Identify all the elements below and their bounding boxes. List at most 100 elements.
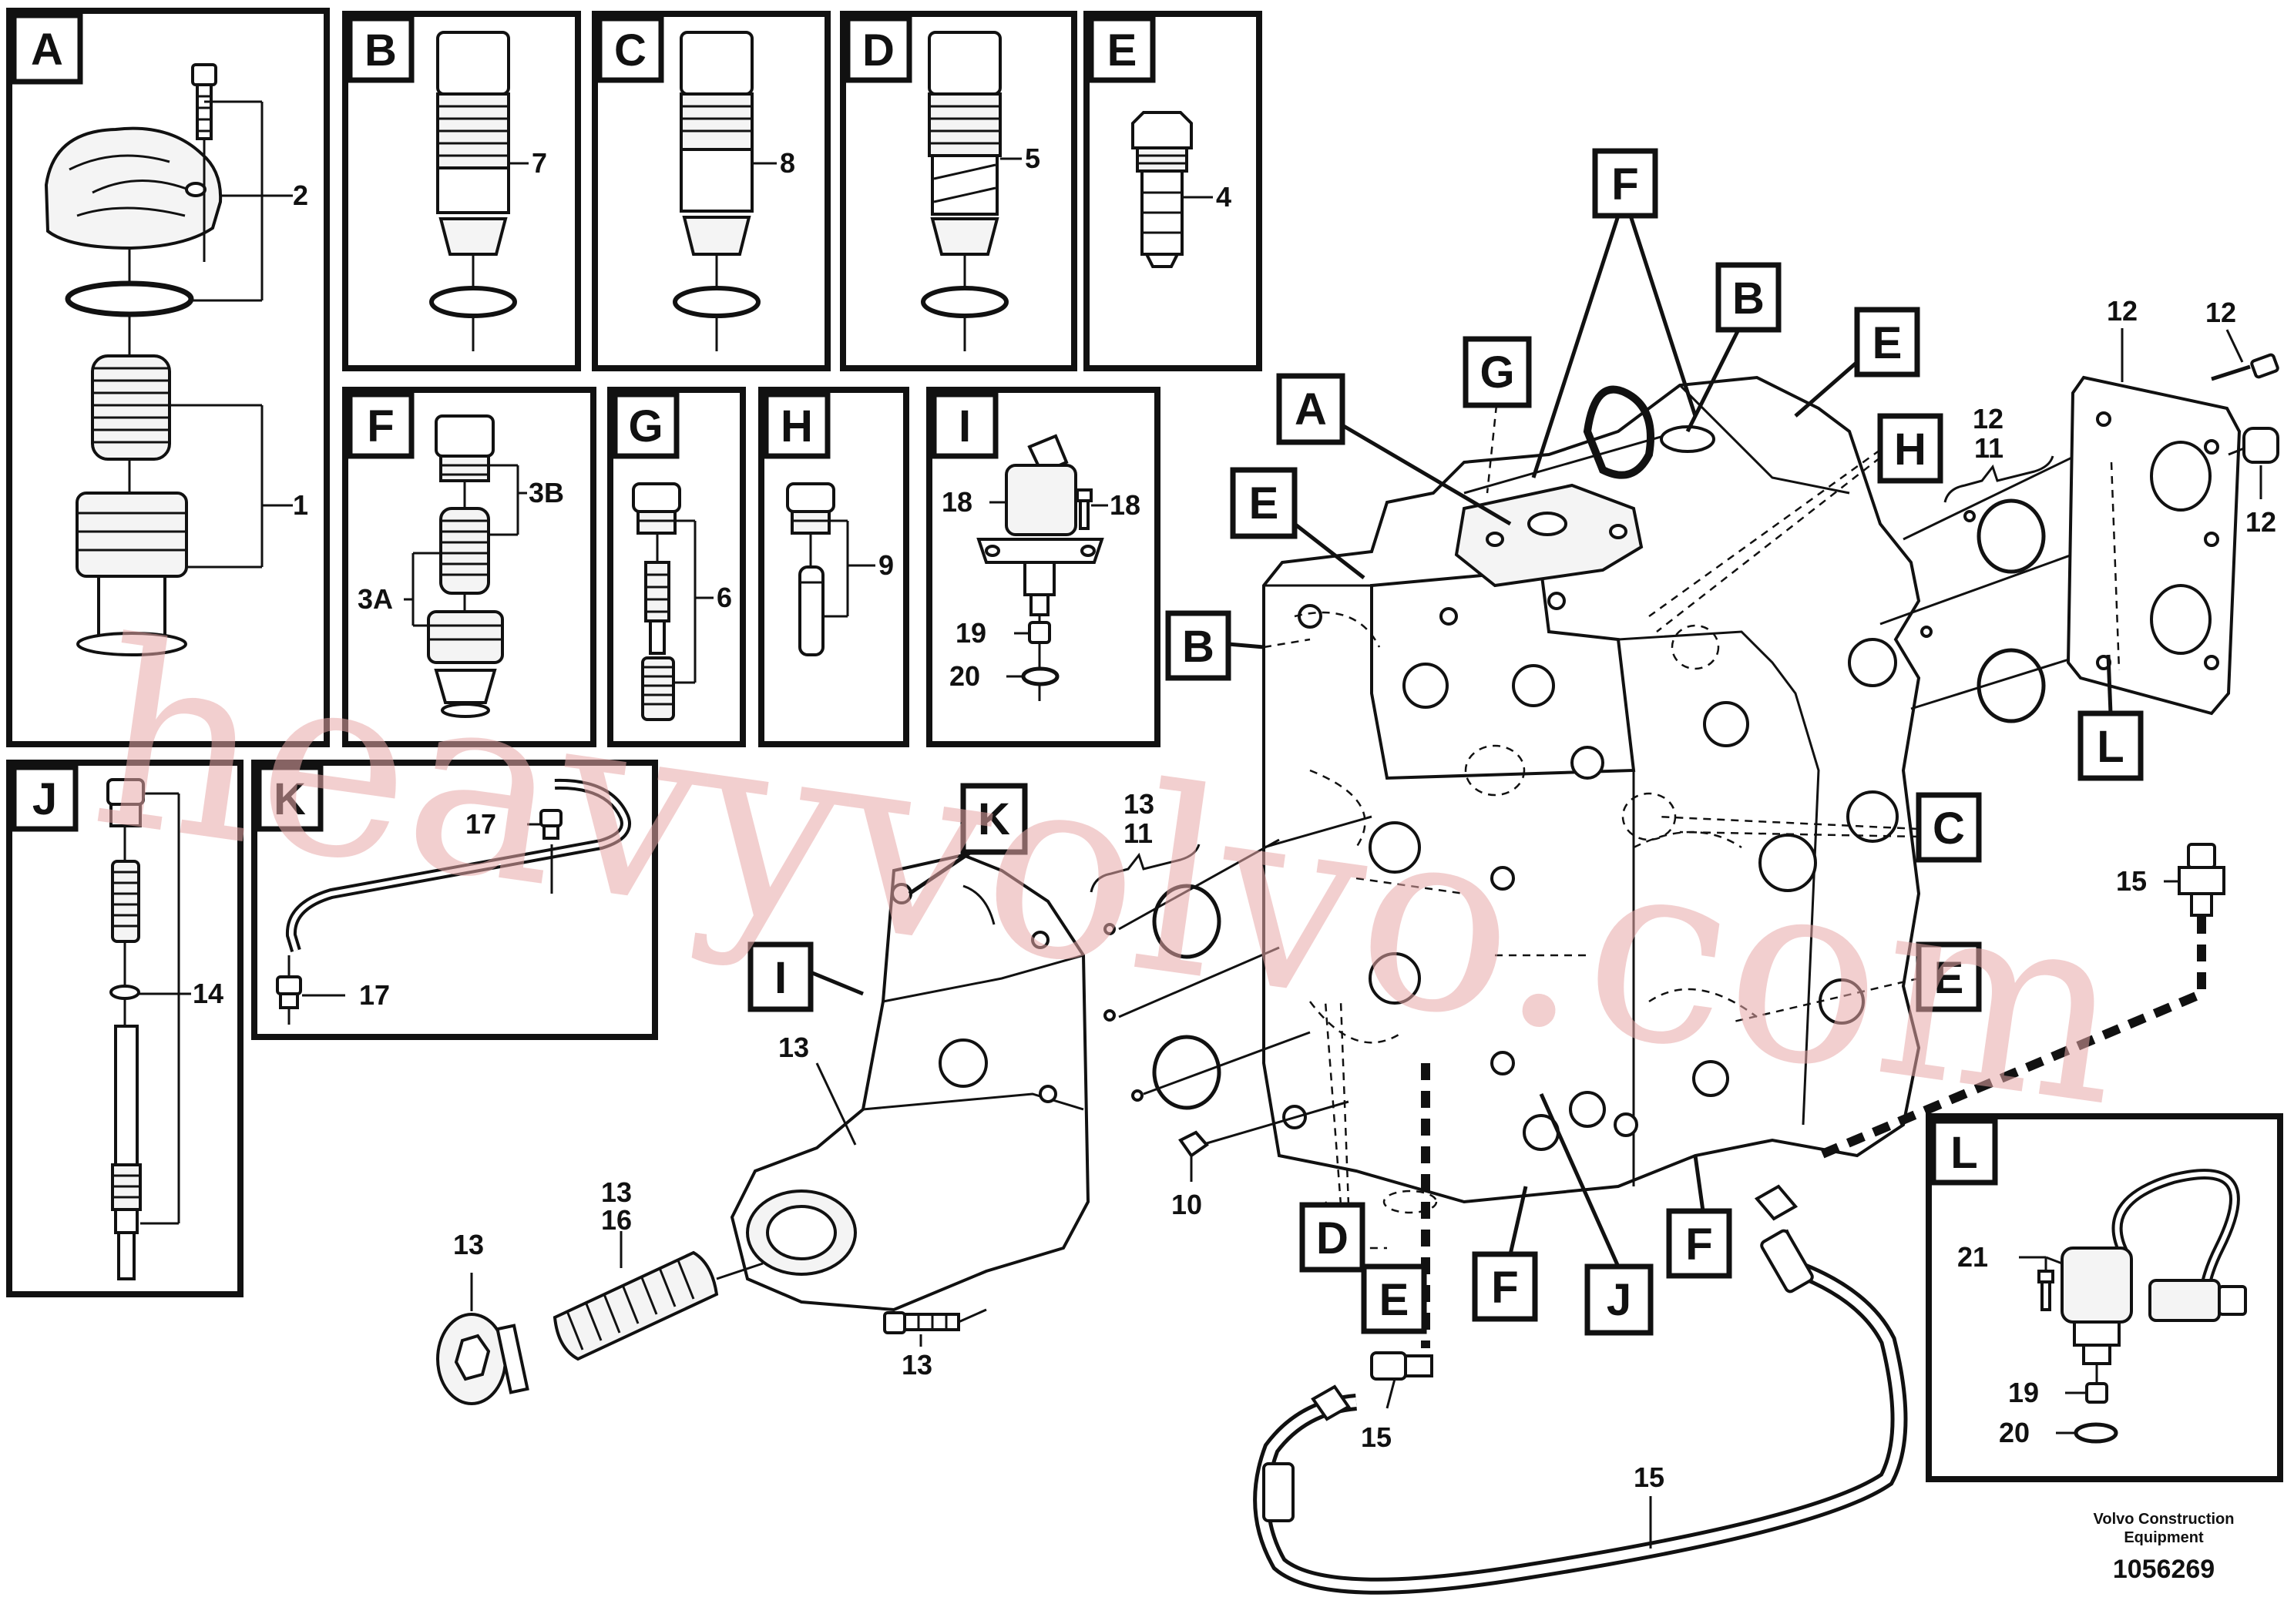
screw-icon [2037, 1270, 2054, 1311]
part-12c-label: 12 [2245, 506, 2276, 538]
panel-j-tab: J [11, 764, 79, 832]
valve-cartridge-icon [680, 31, 754, 256]
piston-icon [76, 492, 188, 656]
svg-text:E: E [1249, 478, 1279, 528]
o-ring-icon [1021, 666, 1060, 686]
spool-icon [111, 1025, 142, 1280]
part-7-label: 7 [532, 147, 547, 179]
svg-text:B: B [1182, 622, 1214, 672]
small-plug-icon [1178, 1100, 1349, 1182]
o-ring-icon [1152, 1035, 1221, 1110]
seal-ring-icon [429, 286, 517, 318]
panel-a-letter: A [31, 25, 63, 75]
svg-text:A: A [1295, 384, 1327, 435]
callout-h: H [1648, 413, 1943, 632]
o-ring-icon [65, 280, 194, 317]
hex-plug-icon [436, 1313, 529, 1405]
panel-f-letter: F [367, 401, 394, 451]
valve-cartridge-icon [928, 31, 1002, 256]
panel-j-letter: J [32, 774, 57, 824]
part-15a-label: 15 [1361, 1421, 1392, 1453]
plug-icon [786, 482, 835, 535]
panel-j-frame [6, 760, 244, 1297]
bushing-icon [2085, 1382, 2108, 1404]
callout-g: G [1463, 336, 1532, 494]
plug-icon [632, 482, 681, 535]
callout-e-right: E [1733, 941, 1982, 1023]
part-19-label: 19 [956, 617, 986, 649]
valve-cover-icon [44, 126, 223, 250]
panel-e-frame [1083, 11, 1262, 371]
panel-d-letter: D [862, 25, 895, 75]
part-15c-label: 15 [2116, 865, 2147, 897]
o-ring-icon [1152, 884, 1221, 959]
callout-e-top-right: E [1794, 307, 1920, 418]
part-14-label: 14 [193, 978, 223, 1009]
pin-icon [798, 565, 825, 656]
plug-icon [106, 778, 145, 827]
panel-b-tab: B [347, 15, 415, 83]
svg-text:B: B [1732, 273, 1765, 324]
fitting-icon [276, 975, 302, 1009]
callout-f-bottom-left: F [1472, 1186, 1538, 1322]
callout-a: A [1276, 373, 1512, 526]
panel-l-parts: 21 19 20 [1957, 1169, 2247, 1448]
panel-e-letter: E [1107, 25, 1137, 75]
part-3a-label: 3A [358, 583, 393, 615]
panel-j-parts: 14 [106, 778, 223, 1280]
seal-ring-icon [673, 286, 761, 318]
callout-e-bottom: E [1361, 1263, 1427, 1334]
svg-text:E: E [1379, 1275, 1409, 1325]
fitting-icon [539, 809, 563, 840]
part-17-label: 17 [465, 808, 496, 840]
plug-icon [2228, 427, 2279, 464]
spring-plug-assembly: 13 16 13 [436, 1176, 764, 1405]
panel-b-parts: 7 [429, 31, 547, 351]
panel-g-frame [607, 387, 746, 747]
panel-l-tab: L [1930, 1118, 1998, 1186]
adapter-fitting-icon [1370, 1351, 1433, 1409]
panel-g-letter: G [628, 401, 663, 451]
panel-i-tab: I [931, 391, 999, 459]
panel-g-parts: 6 [632, 482, 732, 721]
end-cover-assembly: 12 12 12 12 11 [1879, 295, 2279, 723]
panel-k-parts: 17 17 [276, 778, 631, 1025]
panel-k-frame [251, 760, 658, 1040]
panel-a-parts: 2 1 [44, 63, 308, 656]
panel-d-parts: 5 [921, 31, 1040, 351]
callout-f-top: F [1531, 148, 1698, 478]
svg-text:E: E [1872, 318, 1903, 368]
callout-i: I [747, 941, 864, 1012]
spring-icon [91, 354, 171, 461]
part-19b-label: 19 [2008, 1377, 2039, 1408]
panel-e-parts: 4 [1131, 111, 1231, 268]
svg-text:H: H [1894, 424, 1926, 475]
callout-c: C [1656, 792, 1982, 863]
part-2-label: 2 [293, 180, 308, 211]
drawing-number: 1056269 [2113, 1555, 2215, 1584]
part-13c-label: 13 [902, 1349, 932, 1381]
part-16-label: 16 [601, 1204, 632, 1236]
callout-l: L [2077, 654, 2144, 781]
svg-text:F: F [1685, 1220, 1712, 1270]
part-11a-label: 11 [1974, 432, 2003, 464]
part-13a-label: 13 [1123, 788, 1154, 820]
part-20b-label: 20 [1999, 1417, 2030, 1448]
brand-line-2: Equipment [2124, 1529, 2204, 1546]
callout-b-left: B [1165, 610, 1311, 681]
panel-i-letter: I [959, 401, 971, 451]
hex-plug-icon [1131, 111, 1193, 268]
o-ring-icon [1977, 498, 2046, 574]
panel-d-frame [840, 11, 1077, 371]
retaining-ring-icon [109, 985, 140, 1000]
cap-screw-icon [191, 63, 217, 140]
svg-text:L: L [2097, 722, 2124, 772]
seal-ring-icon [921, 286, 1009, 318]
callout-e-left: E [1230, 467, 1365, 579]
part-10-label: 10 [1171, 1189, 1202, 1220]
part-13e-label: 13 [453, 1229, 484, 1260]
panel-f-tab: F [347, 391, 415, 459]
panel-f-frame [342, 387, 596, 747]
part-15b-label: 15 [1634, 1461, 1664, 1493]
panel-l-letter: L [1950, 1128, 1977, 1178]
